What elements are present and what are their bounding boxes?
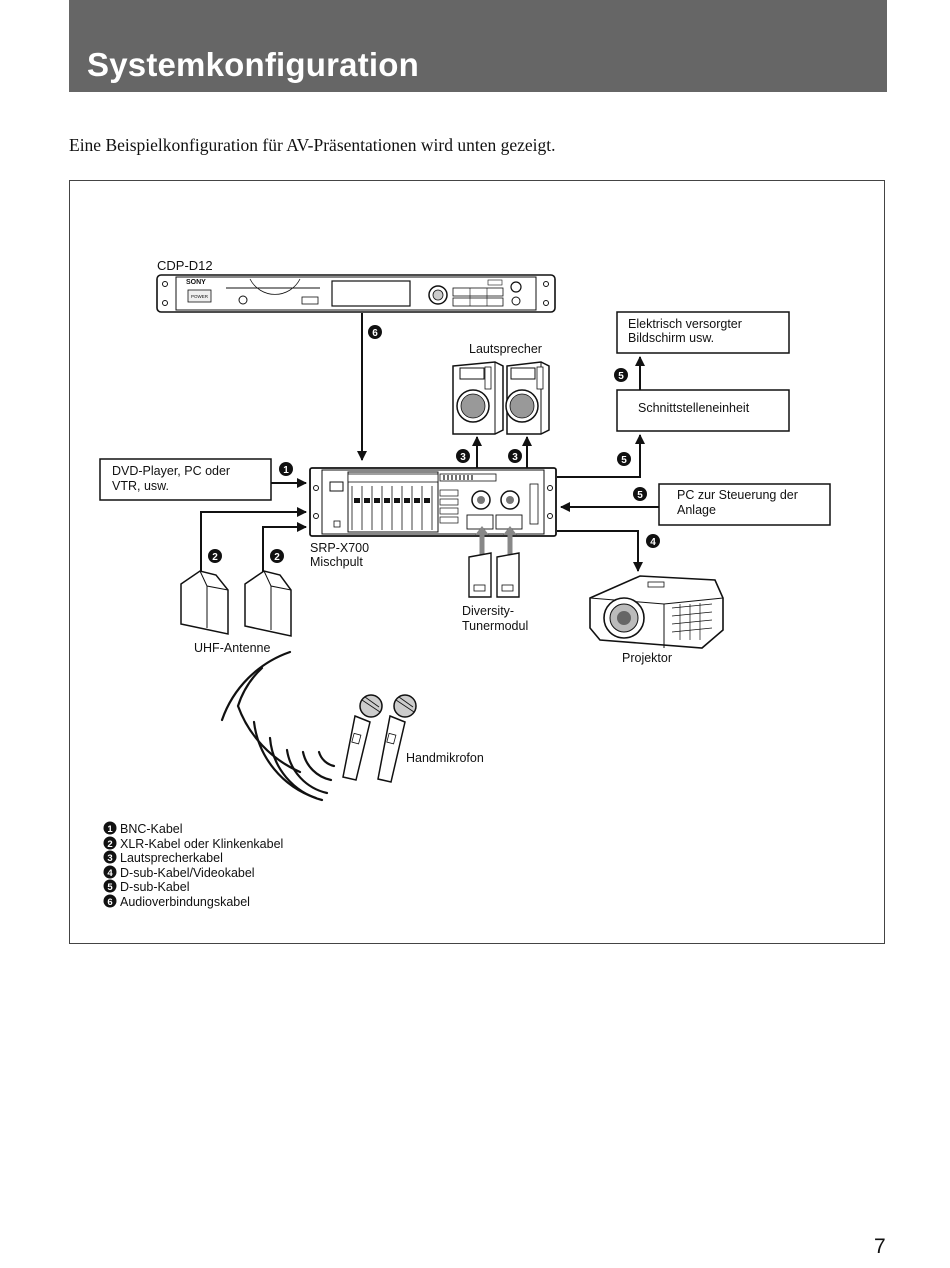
microphone-icon: Handmikrofon — [342, 694, 484, 783]
legend-num: 3 — [107, 853, 112, 864]
marker-2a-num: 2 — [212, 552, 218, 563]
marker-3b-num: 3 — [512, 452, 518, 463]
legend-num: 1 — [107, 824, 113, 835]
marker-5b-num: 5 — [621, 455, 627, 466]
power-label: POWER — [191, 294, 209, 299]
marker-4: 4 — [646, 534, 660, 548]
legend-text: BNC-Kabel — [120, 822, 183, 836]
legend-num: 4 — [107, 868, 113, 879]
interface-label: Schnittstelleneinheit — [638, 401, 750, 415]
marker-2b-num: 2 — [274, 552, 280, 563]
legend-item: 6 Audioverbindungskabel — [103, 894, 250, 909]
speakers-label: Lautsprecher — [469, 342, 542, 356]
dvd-label-1: DVD-Player, PC oder — [112, 464, 230, 478]
mixer-label-1: SRP-X700 — [310, 541, 369, 555]
speakers: Lautsprecher — [452, 342, 550, 435]
legend-text: D-sub-Kabel — [120, 880, 189, 894]
legend-text: XLR-Kabel oder Klinkenkabel — [120, 837, 283, 851]
radio-waves-icon — [220, 650, 336, 802]
interface-box: Schnittstelleneinheit — [616, 389, 790, 432]
intro-text: Eine Beispielkonfiguration für AV-Präsen… — [69, 135, 556, 155]
header-bar: Systemkonfiguration — [69, 0, 887, 92]
marker-1-num: 1 — [283, 465, 289, 476]
microphone-label: Handmikrofon — [406, 751, 484, 765]
monitor-label-1: Elektrisch versorgter — [628, 317, 742, 331]
projector-label: Projektor — [622, 651, 672, 665]
legend-num: 6 — [107, 897, 112, 908]
pc-label-2: Anlage — [677, 503, 716, 517]
mixer: SRP-X700 Mischpult — [309, 467, 557, 569]
marker-5c: 5 — [633, 487, 647, 501]
antenna-label: UHF-Antenne — [194, 641, 270, 655]
legend-num: 5 — [107, 882, 113, 893]
marker-5a-num: 5 — [618, 371, 624, 382]
page-number: 7 — [874, 1235, 886, 1258]
marker-3a-num: 3 — [460, 452, 466, 463]
legend-item: 4 D-sub-Kabel/Videokabel — [103, 865, 255, 880]
page-title: Systemkonfiguration — [87, 46, 420, 83]
cd-player-label: CDP-D12 — [157, 258, 213, 273]
marker-5a: 5 — [614, 368, 628, 382]
projector: Projektor — [589, 575, 724, 665]
tuner-label-2: Tunermodul — [462, 619, 528, 633]
marker-6-num: 6 — [372, 328, 378, 339]
marker-6: 6 — [368, 325, 382, 339]
legend-item: 5 D-sub-Kabel — [103, 879, 189, 894]
legend-text: Lautsprecherkabel — [120, 851, 223, 865]
tuner-label-1: Diversity- — [462, 604, 514, 618]
tuner-modules: Diversity- Tunermodul — [462, 526, 528, 633]
dvd-box: DVD-Player, PC oder VTR, usw. — [99, 458, 272, 501]
uhf-antennas: UHF-Antenne — [180, 570, 292, 655]
legend: 1 BNC-Kabel 2 XLR-Kabel oder Klinkenkabe… — [103, 821, 283, 909]
marker-4-num: 4 — [650, 537, 656, 548]
marker-3b: 3 — [508, 449, 522, 463]
dvd-label-2: VTR, usw. — [112, 479, 169, 493]
legend-text: D-sub-Kabel/Videokabel — [120, 866, 255, 880]
cd-player: CDP-D12 SONY POWER — [156, 258, 556, 313]
marker-3a: 3 — [456, 449, 470, 463]
mixer-label-2: Mischpult — [310, 555, 363, 569]
marker-2a: 2 — [208, 549, 222, 563]
pc-box: PC zur Steuerung der Anlage — [658, 483, 831, 526]
legend-text: Audioverbindungskabel — [120, 895, 250, 909]
marker-5b: 5 — [617, 452, 631, 466]
marker-5c-num: 5 — [637, 490, 643, 501]
legend-item: 2 XLR-Kabel oder Klinkenkabel — [103, 836, 283, 851]
marker-1: 1 — [279, 462, 293, 476]
monitor-box: Elektrisch versorgter Bildschirm usw. — [616, 311, 790, 354]
legend-item: 3 Lautsprecherkabel — [103, 850, 223, 865]
legend-item: 1 BNC-Kabel — [103, 821, 183, 836]
monitor-label-2: Bildschirm usw. — [628, 331, 714, 345]
marker-2b: 2 — [270, 549, 284, 563]
sony-logo-text: SONY — [186, 279, 206, 286]
diagram-frame — [69, 180, 885, 944]
pc-label-1: PC zur Steuerung der — [677, 488, 798, 502]
legend-num: 2 — [107, 839, 112, 850]
